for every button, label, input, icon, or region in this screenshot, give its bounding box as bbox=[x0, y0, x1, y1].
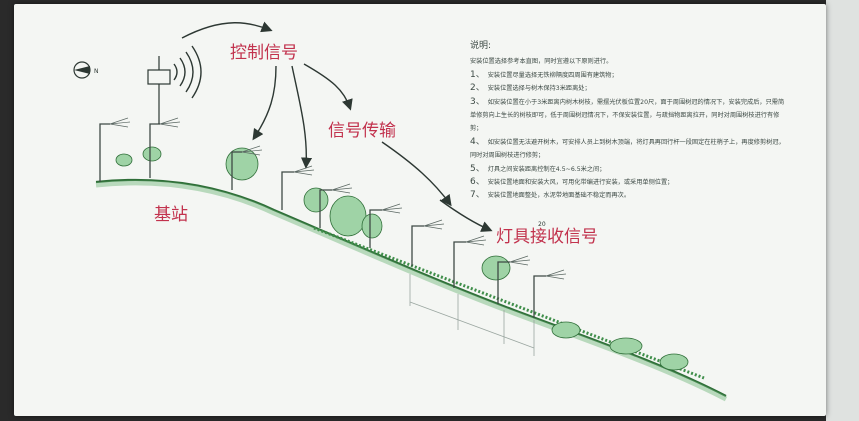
signal-wave-icon bbox=[173, 45, 202, 99]
trees bbox=[115, 146, 689, 371]
signal-arrows bbox=[181, 21, 493, 232]
notes-item-4: 4、如安装位置无法避开树木，可安排人员上到树木顶端，将灯具再回行杆一段固定在柱梢… bbox=[470, 136, 785, 160]
label-base-station: 基站 bbox=[154, 205, 188, 225]
diagram-sheet: N 控制信号 信号传输 基站 灯具接收信号 20 说明: 安装位置选择参考本直图… bbox=[14, 4, 826, 416]
lamp-poles bbox=[99, 123, 546, 318]
notes-item-5: 5、灯具之间安装距离控制在4.5~6.5米之间； bbox=[470, 163, 606, 174]
notes-item-6: 6、安装位置地面和安装大风，可用化带编进行安装，或采用单侧位置； bbox=[470, 177, 674, 188]
notes-item-3: 3、如安装位置在小于3米距离内树木树枝，需摆光伏板位置20尺，面于周围树冠的情况… bbox=[470, 96, 785, 133]
slope-diagram: N 控制信号 信号传输 基站 灯具接收信号 20 bbox=[73, 21, 728, 402]
compass-north-label: N bbox=[94, 68, 99, 75]
notes-item-1: 1、安装位置尽量选择无铁柳隔度四周围有建筑物； bbox=[470, 69, 618, 80]
notes-item-2: 2、安装位置选择与树木保持3米距离处； bbox=[470, 83, 591, 94]
compass-icon bbox=[73, 61, 91, 79]
label-control-signal: 控制信号 bbox=[230, 43, 298, 63]
label-lamp-receive-signal: 灯具接收信号 bbox=[496, 227, 598, 247]
dimension-text: 20 bbox=[538, 221, 546, 228]
slope-ground bbox=[95, 178, 728, 402]
notes-item-7: 7、安装位置地面整处，水泥带地面基础不稳定而再次。 bbox=[470, 190, 631, 201]
antenna-icon bbox=[147, 56, 171, 124]
lamp-light-rays bbox=[109, 117, 567, 280]
notes-intro: 安装位置选择参考本直图，同时宜遵以下原则进行。 bbox=[470, 58, 613, 66]
spacing-dimension-lines bbox=[409, 274, 535, 356]
notes-title: 说明: bbox=[470, 41, 492, 51]
installation-notes: 说明: 安装位置选择参考本直图，同时宜遵以下原则进行。 1、安装位置尽量选择无铁… bbox=[470, 40, 790, 203]
screen-bezel-right bbox=[826, 0, 859, 421]
label-signal-transmission: 信号传输 bbox=[328, 121, 396, 141]
